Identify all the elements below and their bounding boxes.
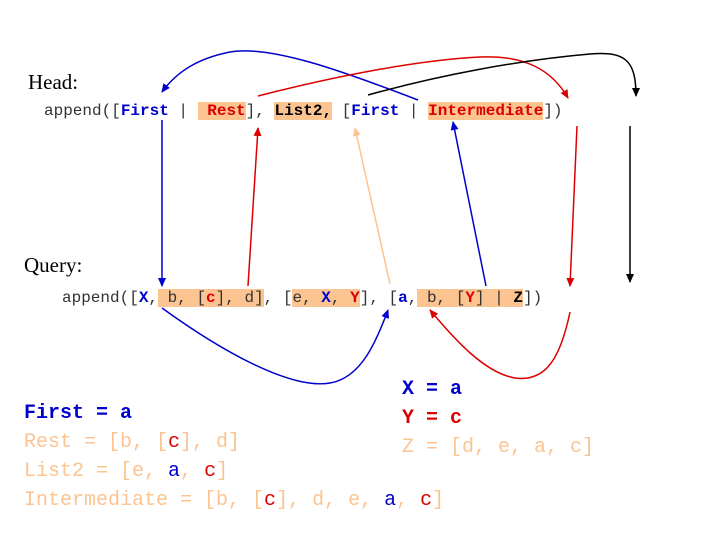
- binding-intermediate: Intermediate = [b, [c], d, e, a, c]: [24, 489, 444, 512]
- arrow-a-up-to-first2: [450, 121, 487, 287]
- query-d-seg: ], d]: [215, 289, 264, 307]
- query-z1: Z: [513, 289, 523, 307]
- binding-list2-comma: ,: [180, 460, 205, 483]
- head-close: ]): [543, 102, 563, 120]
- head-first2: First: [351, 102, 400, 120]
- query-b-seg: b, [: [158, 289, 207, 307]
- query-open: append([: [62, 289, 139, 307]
- head-first: First: [120, 102, 169, 120]
- head-rest: Rest: [197, 102, 246, 120]
- query-x2: X: [321, 289, 331, 307]
- head-open: append([: [44, 102, 121, 120]
- query-e-seg: e,: [292, 289, 322, 307]
- query-comma2: ,: [330, 289, 351, 307]
- binding-z: Z = [d, e, a, c]: [402, 436, 595, 459]
- head-clause: append([First | Rest], List2, [First | I…: [44, 102, 563, 120]
- head-sep1: ],: [245, 102, 275, 120]
- arrow-y2-to-y1: [429, 309, 571, 380]
- binding-x: X = a: [402, 378, 463, 401]
- head-sep2: [: [332, 102, 352, 120]
- arrow-x-to-x2: [161, 307, 389, 385]
- binding-first: First = a: [24, 402, 133, 425]
- arrow-list-up-to-list2: [352, 127, 391, 285]
- binding-list2-a: a: [168, 460, 181, 483]
- head-list2: List2,: [274, 102, 333, 120]
- arrow-intermediate-down-to-y: [566, 125, 578, 287]
- arrow-c-up-to-rest: [247, 127, 262, 287]
- query-comma3: ,: [407, 289, 418, 307]
- query-c1: c: [206, 289, 216, 307]
- head-intermediate: Intermediate: [428, 102, 544, 120]
- binding-y: Y = c: [402, 407, 463, 430]
- query-comma1: ,: [148, 289, 159, 307]
- arrow-rest-to-intermediate: [257, 56, 569, 99]
- query-sep1: , [: [263, 289, 293, 307]
- query-sep2: ], [: [359, 289, 399, 307]
- head-bar1: |: [168, 102, 198, 120]
- binding-inter-mid: ], d, e,: [276, 489, 385, 512]
- arrow-list2-to-close: [367, 52, 640, 97]
- binding-inter-c: c: [264, 489, 277, 512]
- arrow-first2-to-first: [161, 50, 419, 101]
- query-label: Query:: [24, 253, 83, 277]
- binding-inter-a: a: [384, 489, 397, 512]
- binding-list2: List2 = [e, a, c]: [24, 460, 228, 483]
- head-bar2: |: [399, 102, 429, 120]
- query-bar: ] |: [474, 289, 514, 307]
- binding-rest-pre: Rest = [b, [: [24, 431, 169, 454]
- binding-list2-c: c: [204, 460, 217, 483]
- query-y1: Y: [350, 289, 360, 307]
- binding-rest-c: c: [168, 431, 181, 454]
- binding-list2-pre: List2 = [e,: [24, 460, 169, 483]
- binding-inter-pre: Intermediate = [b, [: [24, 489, 265, 512]
- head-label: Head:: [28, 70, 79, 94]
- query-y2: Y: [465, 289, 475, 307]
- query-close: ]): [522, 289, 543, 307]
- query-clause: append([X, b, [c], d], [e, X, Y], [a, b,…: [62, 289, 542, 307]
- binding-inter-post: ]: [432, 489, 445, 512]
- binding-rest: Rest = [b, [c], d]: [24, 431, 240, 454]
- binding-rest-post: ], d]: [180, 431, 241, 454]
- binding-list2-post: ]: [216, 460, 229, 483]
- binding-inter-comma: ,: [396, 489, 421, 512]
- query-x1: X: [138, 289, 149, 307]
- query-b2-seg: b, [: [417, 289, 466, 307]
- binding-inter-c2: c: [420, 489, 433, 512]
- query-a1: a: [398, 289, 408, 307]
